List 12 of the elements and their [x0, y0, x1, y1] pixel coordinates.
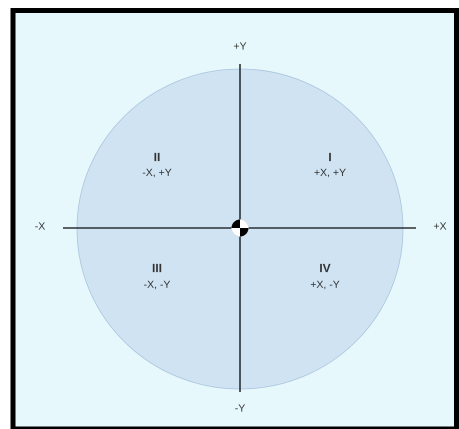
quadrant-number: II	[154, 152, 160, 162]
quadrant-number: III	[152, 264, 162, 272]
axis-label: +Y	[234, 42, 246, 50]
quadrant-number: IV	[320, 264, 331, 272]
quadrant-sign-label: +X, +Y	[314, 168, 346, 178]
quadrant-sign-label: -X, -Y	[144, 280, 170, 290]
axis-label: -Y	[235, 404, 246, 412]
quadrant-sign-label: -X, +Y	[142, 168, 172, 178]
axis-label: -X	[35, 222, 46, 230]
quadrant-number: I	[329, 152, 331, 162]
quadrant-sign-label: +X, -Y	[310, 280, 340, 290]
axis-label: +X	[434, 222, 446, 230]
